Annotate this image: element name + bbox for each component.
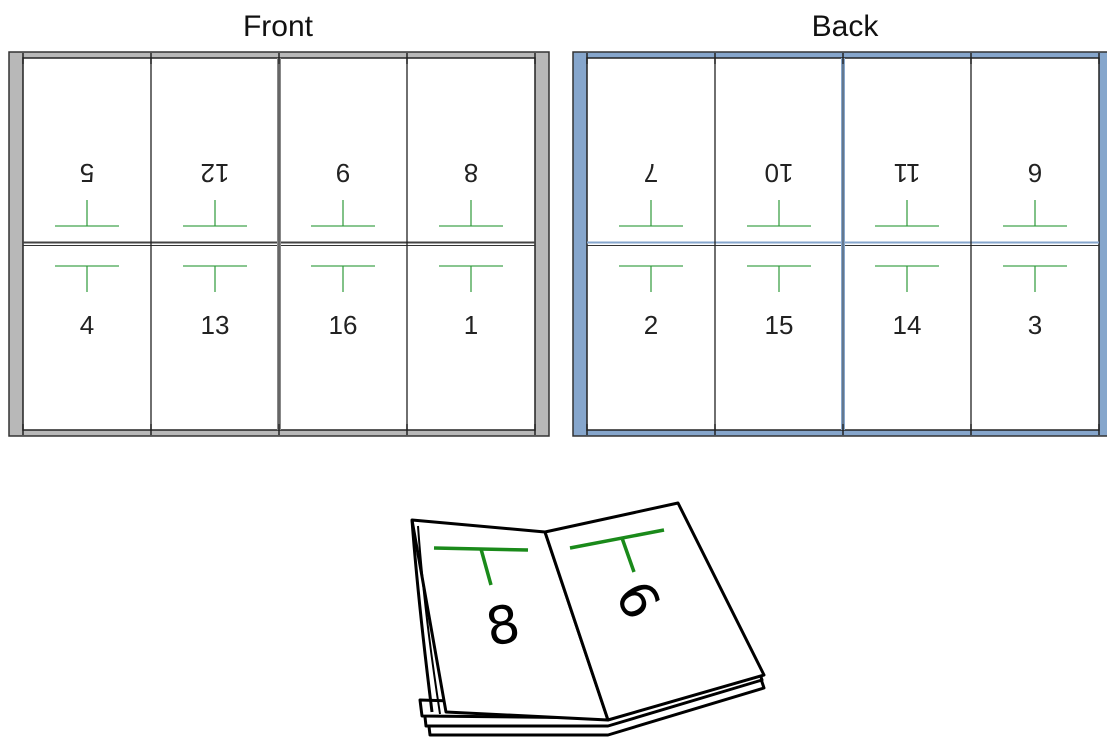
back-page-number-top: 6 [1028,158,1042,188]
back-page-number-bottom: 3 [1028,310,1042,340]
front-page-number-bottom: 1 [464,310,478,340]
back-page-number-bottom: 2 [644,310,658,340]
booklet-right-mark-stem [620,537,636,573]
front-sheet-title: Front [242,10,314,43]
front-page-number-top: 12 [201,158,230,188]
front-page-number-bottom: 4 [80,310,94,340]
back-sheet-title: Back [811,10,879,43]
front-sheet: 5 4 12 13 9 16 8 1 [8,51,550,437]
back-page-number-bottom: 15 [765,310,794,340]
booklet-left-edge-inner [417,525,441,715]
booklet-left-mark-stem [479,548,493,586]
back-page-number-top: 10 [765,158,794,188]
booklet-right-mark [569,528,665,550]
back-sheet: 7 2 10 15 11 14 6 3 [572,51,1107,437]
back-page-number-top: 11 [894,158,921,188]
front-page-number-top: 9 [336,158,350,188]
booklet-left-edge [410,519,434,713]
booklet-right-page [543,501,766,722]
front-page-number-top: 8 [464,158,478,188]
back-page-number-bottom: 14 [893,310,922,340]
front-page-number-bottom: 13 [201,310,230,340]
front-page-number-top: 5 [80,158,94,188]
back-page-number-top: 7 [644,158,658,188]
front-page-number-bottom: 16 [329,310,358,340]
